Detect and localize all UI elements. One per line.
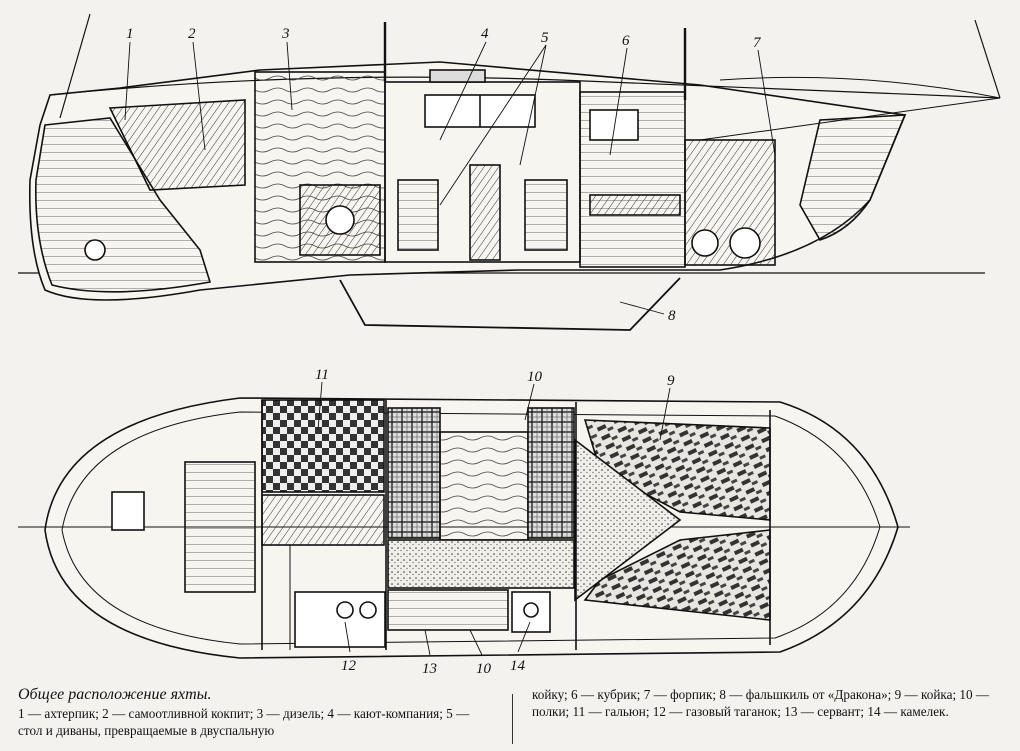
label-2: 2 — [188, 26, 196, 42]
reference-numbers: 1 2 3 4 5 6 7 8 9 10 11 12 13 10 14 — [126, 26, 762, 677]
saloon-berth-left — [387, 407, 441, 539]
forecastle-floor — [574, 438, 682, 602]
label-7: 7 — [753, 35, 762, 51]
side-elevation-view — [18, 13, 1001, 331]
plan-engine — [261, 494, 385, 546]
stove — [511, 591, 551, 633]
label-12: 12 — [341, 658, 357, 674]
stern-planking — [35, 117, 212, 293]
cockpit-grating — [184, 461, 256, 593]
caption-divider — [512, 694, 513, 744]
saloon-table-plan — [439, 431, 529, 541]
label-4: 4 — [481, 26, 489, 42]
saloon-table — [469, 164, 501, 261]
label-13: 13 — [422, 661, 437, 677]
label-6: 6 — [622, 33, 630, 49]
rail-line — [719, 76, 1001, 99]
false-keel — [339, 277, 681, 331]
saloon-berth-right — [527, 407, 575, 539]
label-10-top: 10 — [527, 369, 543, 385]
bow-planking — [799, 114, 907, 241]
label-5: 5 — [541, 30, 549, 46]
caption-left: Общее расположение яхты. 1 — ахтерпик; 2… — [18, 686, 490, 739]
aft-hatch — [111, 491, 145, 531]
label-3: 3 — [281, 26, 290, 42]
label-14: 14 — [510, 658, 526, 674]
plan-view — [18, 381, 910, 659]
caption-right: койку; 6 — кубрик; 7 — форпик; 8 — фальш… — [532, 686, 1018, 720]
label-10-bottom: 10 — [476, 661, 492, 677]
caption-left-text: 1 — ахтерпик; 2 — самоотливной кокпит; 3… — [18, 706, 470, 738]
label-9: 9 — [667, 373, 675, 389]
head-compartment — [261, 399, 385, 493]
propeller — [84, 239, 106, 261]
label-11: 11 — [315, 367, 329, 383]
deck-sheer — [49, 76, 1001, 99]
sideboard — [387, 589, 509, 631]
label-8: 8 — [668, 308, 676, 324]
label-1: 1 — [126, 26, 134, 42]
caption-right-text: койку; 6 — кубрик; 7 — форпик; 8 — фальш… — [532, 687, 990, 719]
saloon-floor — [387, 539, 575, 589]
yacht-layout-drawing: 1 2 3 4 5 6 7 8 9 10 11 12 13 10 14 — [18, 13, 1001, 677]
galley — [294, 591, 386, 648]
caption-title: Общее расположение яхты. — [18, 686, 212, 703]
